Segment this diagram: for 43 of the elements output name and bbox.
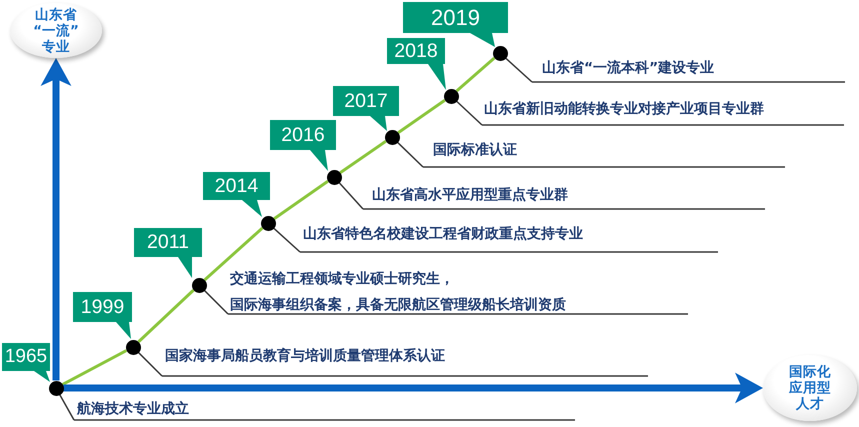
milestone-text: 国际标准认证 bbox=[433, 142, 517, 159]
milestone-dot bbox=[326, 170, 342, 184]
milestone-text: 山东省高水平应用型重点专业群 bbox=[372, 187, 568, 204]
goal-ellipse: 山东省“一流”专业 bbox=[10, 3, 102, 58]
leader-line bbox=[396, 142, 424, 168]
milestone-text: 山东省新旧动能转换专业对接产业项目专业群 bbox=[484, 101, 764, 118]
timeline-line bbox=[62, 349, 128, 386]
year-callout: 2017 bbox=[333, 86, 399, 131]
milestone-text: 山东省特色名校建设工程省财政重点支持专业 bbox=[303, 226, 583, 243]
timeline-line bbox=[397, 99, 446, 134]
timeline-line bbox=[456, 56, 496, 92]
milestone-dot bbox=[384, 130, 400, 144]
leader-line bbox=[273, 227, 300, 253]
arrow bbox=[40, 58, 72, 380]
milestone-dot bbox=[192, 278, 206, 292]
milestone-text: 山东省“一流本科”建设专业 bbox=[542, 60, 714, 77]
year-callout: 2011 bbox=[134, 228, 202, 278]
year-callout: 2014 bbox=[203, 172, 270, 217]
milestone-dot bbox=[492, 46, 508, 60]
timeline-line bbox=[339, 140, 387, 174]
milestone-text: 国际海事组织备案，具备无限航区管理级船长培训资质 bbox=[230, 297, 566, 314]
milestone-text: 国家海事局船员教育与培训质量管理体系认证 bbox=[165, 348, 445, 365]
leader-line bbox=[338, 182, 364, 210]
goal-ellipse: 国际化应用型人才 bbox=[763, 355, 857, 421]
milestone-dot bbox=[444, 88, 458, 104]
arrow bbox=[64, 372, 763, 404]
timeline-line bbox=[273, 180, 329, 220]
milestone-dot bbox=[126, 340, 140, 354]
leader-line bbox=[138, 352, 163, 377]
milestone-dot bbox=[48, 380, 64, 396]
leader-line bbox=[505, 57, 532, 83]
year-callout: 1999 bbox=[73, 292, 132, 339]
leader-line bbox=[59, 394, 75, 420]
leader-line bbox=[204, 290, 229, 315]
milestone-text: 交通运输工程领域专业硕士研究生， bbox=[230, 271, 454, 288]
leader-line bbox=[456, 100, 483, 126]
year-callout: 2016 bbox=[270, 120, 336, 171]
year-callout: 2018 bbox=[387, 38, 446, 90]
timeline-line bbox=[137, 289, 195, 343]
year-callout: 1965 bbox=[2, 343, 50, 382]
timeline-line bbox=[204, 226, 264, 282]
milestone-text: 航海技术专业成立 bbox=[77, 401, 189, 418]
milestone-dot bbox=[260, 216, 276, 230]
